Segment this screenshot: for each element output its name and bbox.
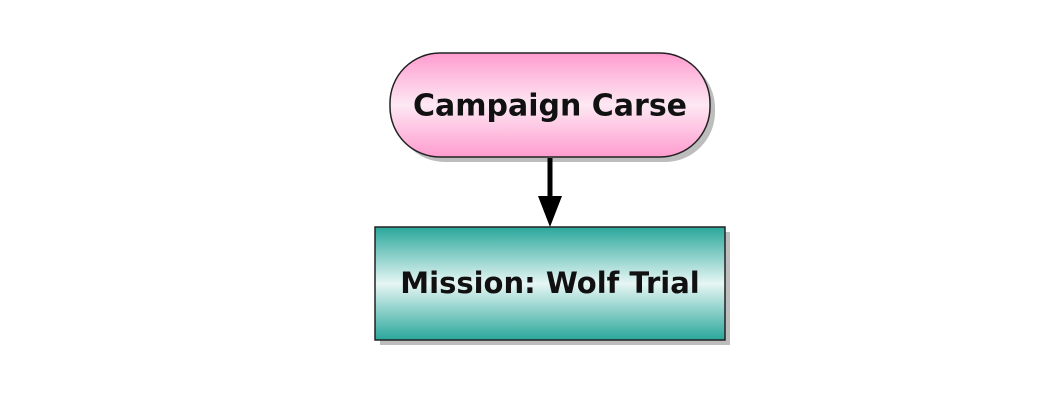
node-mission: Mission: Wolf Trial bbox=[374, 226, 730, 345]
node-mission-label: Mission: Wolf Trial bbox=[400, 266, 699, 300]
node-campaign-label: Campaign Carse bbox=[413, 89, 687, 124]
node-campaign: Campaign Carse bbox=[389, 52, 715, 162]
edge-campaign-to-mission bbox=[538, 158, 562, 227]
node-mission-shape bbox=[374, 226, 726, 341]
node-campaign-shape bbox=[389, 52, 711, 158]
arrowhead-icon bbox=[538, 196, 562, 227]
